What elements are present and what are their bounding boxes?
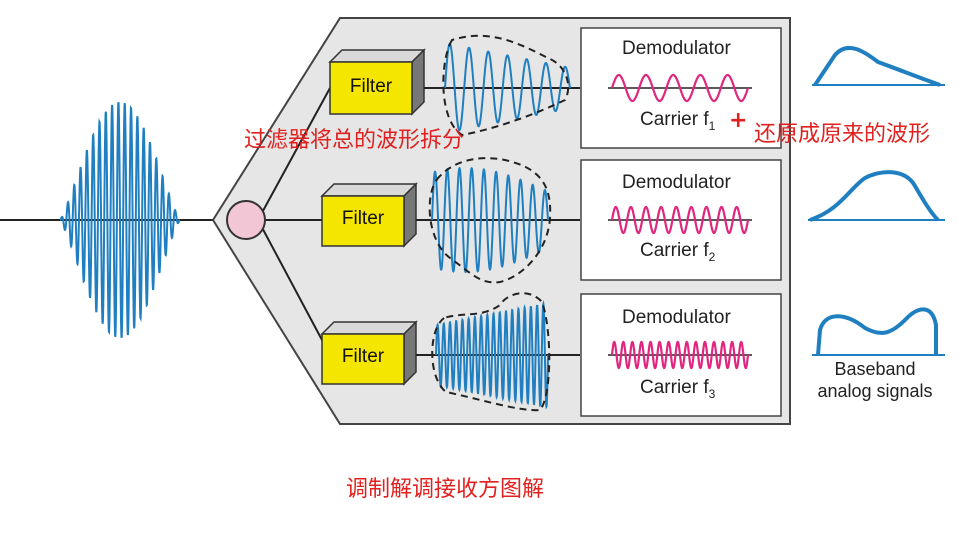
carrier-wave-1 — [610, 73, 750, 103]
carrier-wave-3 — [610, 340, 750, 370]
branch-line-1 — [257, 87, 331, 221]
filter-label-1: Filter — [349, 76, 393, 97]
baseband-signal-3 — [816, 307, 938, 356]
plus-sign: + — [729, 108, 748, 133]
carrier-text-3: Carrier f — [640, 377, 709, 398]
filter-label-2: Filter — [341, 208, 385, 229]
baseband-output-label: Baseband analog signals — [800, 358, 950, 402]
filtered-wave-3 — [435, 299, 549, 410]
caption: 调制解调接收方图解 — [346, 477, 545, 502]
carrier-sub-3: 3 — [708, 386, 716, 401]
composite-input-wave — [59, 102, 181, 338]
filter-box-1 — [328, 48, 426, 116]
carrier-label-2: Carrier f2 — [640, 240, 715, 264]
demodulator-title-2: Demodulator — [622, 172, 731, 193]
carrier-label-3: Carrier f3 — [640, 377, 715, 401]
carrier-sub-1: 1 — [708, 118, 716, 133]
baseband-signal-1 — [813, 45, 941, 87]
demodulator-title-3: Demodulator — [622, 307, 731, 328]
envelope-2 — [428, 157, 552, 284]
demodulator-title-1: Demodulator — [622, 38, 731, 59]
filter-box-2 — [320, 182, 418, 248]
carrier-label-1: Carrier f1 — [640, 109, 715, 133]
baseband-label-line1: Baseband — [834, 359, 916, 379]
baseband-signal-2 — [809, 170, 940, 222]
filter-box-3 — [320, 320, 418, 386]
branch-line-3 — [257, 219, 331, 356]
splitter-hub — [226, 200, 266, 240]
envelope-1 — [442, 34, 570, 137]
baseband-label-line2: analog signals — [817, 381, 933, 401]
filtered-wave-2 — [431, 166, 549, 274]
annotation-restore: 还原成原来的波形 — [754, 122, 931, 147]
annotation-filter-split: 过滤器将总的波形拆分 — [244, 128, 465, 153]
carrier-text-2: Carrier f — [640, 240, 709, 261]
filter-label-3: Filter — [341, 346, 385, 367]
filtered-wave-1 — [444, 42, 571, 132]
carrier-wave-2 — [610, 205, 750, 235]
carrier-sub-2: 2 — [708, 249, 716, 264]
carrier-text-1: Carrier f — [640, 109, 709, 130]
envelope-3 — [431, 292, 551, 412]
